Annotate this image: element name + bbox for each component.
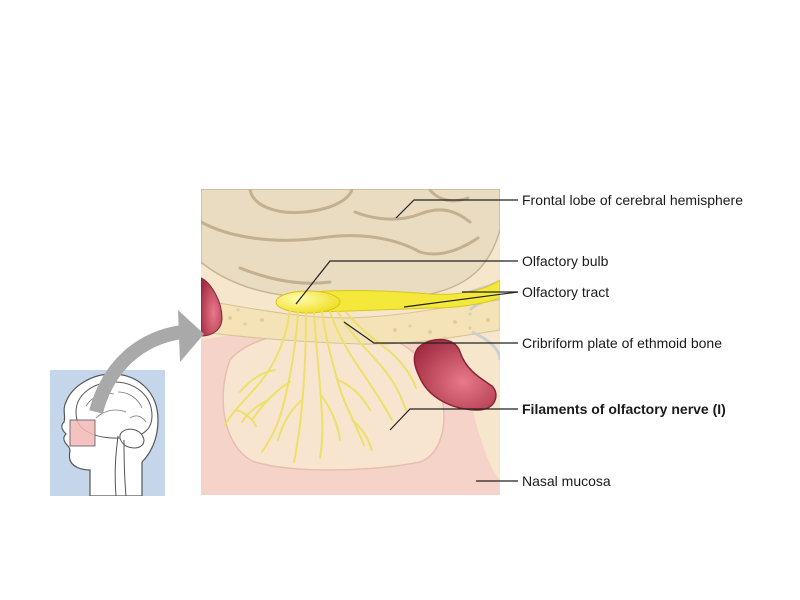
- olfactory-epithelium-area: [222, 328, 445, 471]
- label-olfactory-bulb: Olfactory bulb: [522, 253, 609, 269]
- leader-cribriform-plate: [343, 321, 518, 344]
- brainstem: [114, 435, 127, 496]
- arrow-head: [178, 310, 204, 362]
- label-nasal-mucosa: Nasal mucosa: [522, 473, 611, 489]
- arrow-shaft: [89, 325, 184, 414]
- brain-gyri: [201, 189, 480, 285]
- leader-olfactory-bulb: [295, 260, 518, 305]
- bone-dots: [228, 308, 490, 340]
- right-blood-sinus: [413, 338, 497, 411]
- left-blood-sinus: [201, 277, 223, 337]
- cerebellum: [119, 428, 145, 449]
- leader-olfactory-tract-1: [403, 291, 519, 308]
- label-frontal-lobe: Frontal lobe of cerebral hemisphere: [522, 192, 744, 208]
- leader-lines: [295, 199, 519, 482]
- cribriform-plate: [201, 299, 500, 345]
- olfactory-tract-shape: [289, 279, 500, 313]
- olfactory-bulb-shape: [275, 290, 341, 314]
- inset-highlight-box: [69, 419, 96, 447]
- leader-frontal-lobe: [395, 199, 518, 219]
- leader-filaments: [389, 408, 518, 431]
- label-filaments: Filaments of olfactory nerve (I): [522, 401, 726, 417]
- label-olfactory-tract: Olfactory tract: [522, 284, 610, 300]
- zoom-arrow: [89, 310, 204, 414]
- frontal-lobe-shape: [201, 189, 500, 301]
- olfactory-filaments: [224, 309, 417, 463]
- label-cribriform-plate: Cribriform plate of ethmoid bone: [522, 335, 722, 351]
- main-panel: [201, 189, 500, 495]
